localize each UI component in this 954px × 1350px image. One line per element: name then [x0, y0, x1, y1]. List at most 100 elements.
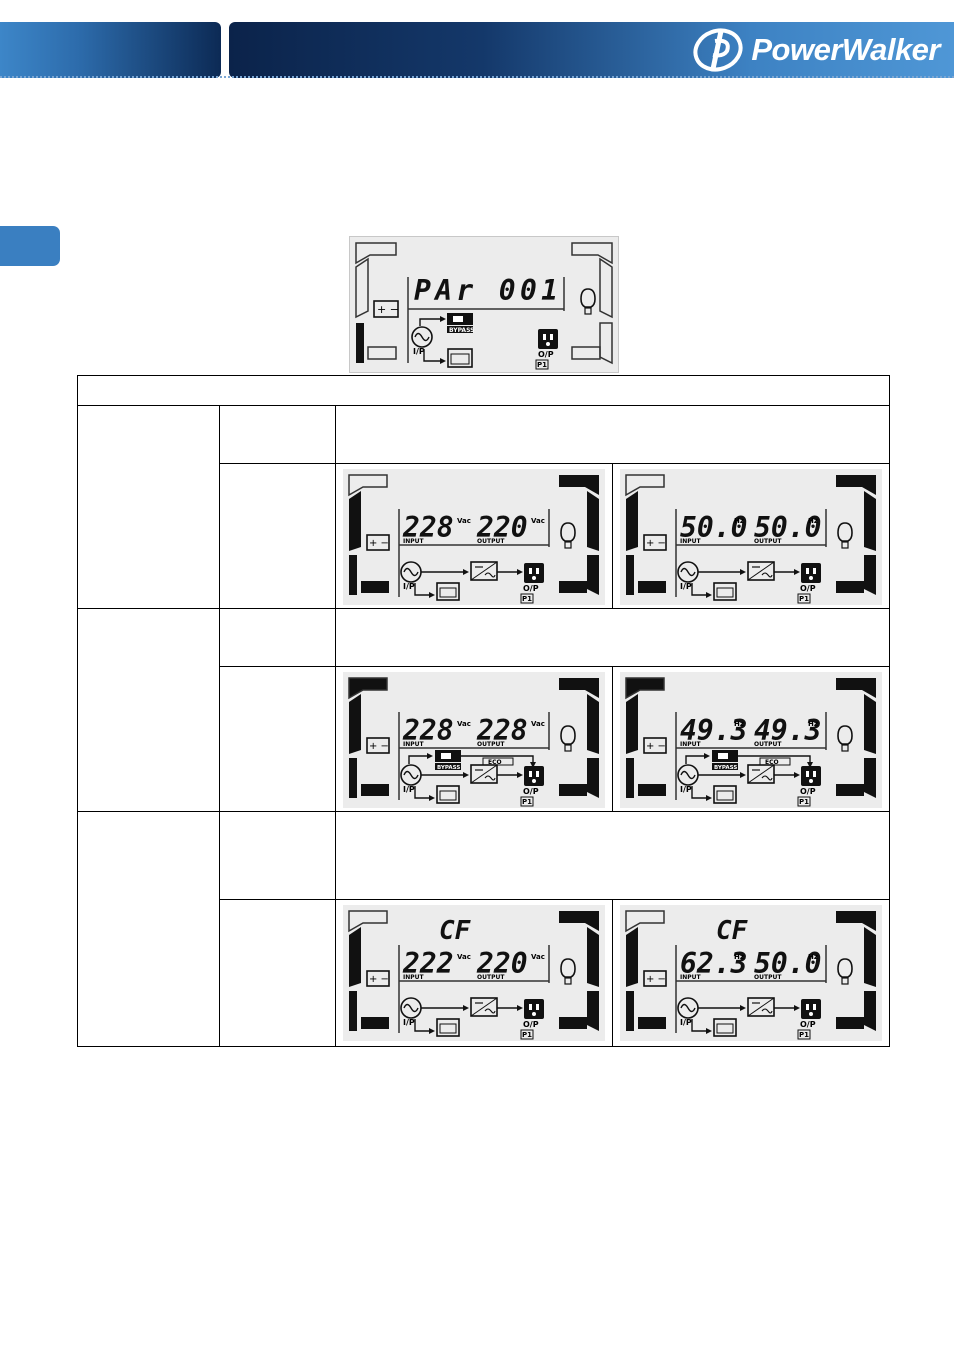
chapter-tab [0, 226, 60, 266]
lcd-input-label: INPUT [403, 741, 425, 748]
lcd-p1-label: P1 [799, 1031, 809, 1039]
lcd-top-readout: CF [439, 916, 472, 946]
lcd-input-label: INPUT [403, 538, 425, 545]
lcd-cell-r3b: CF 62.3 Hz 50.0 Hz INPUT OUTPUT + − I/P [612, 899, 890, 1047]
description-cell-row3 [335, 811, 890, 900]
lcd-cell-r2b: 49.3 Hz 49.3 Hz INPUT OUTPUT + − I/P BYP… [612, 666, 890, 812]
battery-icon: + − [643, 970, 667, 987]
lcd-ip-label: I/P [680, 1018, 692, 1027]
header-divider [0, 76, 954, 78]
battery-icon [713, 1018, 737, 1037]
label-cell-row1-display [219, 463, 336, 609]
lcd-output-readout: 50.0 [754, 511, 821, 544]
bulb-icon [837, 522, 853, 549]
description-cell-row1 [335, 405, 890, 464]
svg-text:+ −: + − [369, 974, 389, 985]
lcd-bypass-label: BYPASS [714, 765, 737, 771]
battery-icon [436, 582, 460, 601]
outlet-icon [524, 999, 544, 1019]
ac-source-icon [400, 764, 422, 786]
label-cell-row3-desc [219, 811, 336, 900]
inverter-icon [747, 561, 775, 581]
lcd-output-unit: Hz [808, 953, 818, 961]
inverter-icon [470, 997, 498, 1017]
svg-text:+ −: + − [646, 538, 666, 549]
lcd-output-label: OUTPUT [477, 741, 505, 748]
lcd-input-readout: 228 [402, 511, 454, 544]
lcd-display-r1b: 50.0 Hz 50.0 Hz INPUT OUTPUT + − I/P [620, 469, 882, 605]
header-right-bar [229, 22, 954, 78]
lcd-output-label: OUTPUT [477, 974, 505, 981]
lcd-p1-label: P1 [799, 595, 809, 603]
lcd-top-readout: CF [716, 916, 749, 946]
bulb-icon [837, 958, 853, 985]
lcd-input-unit: Hz [734, 517, 744, 525]
lcd-p1-label: P1 [537, 361, 547, 369]
lcd-p1-label: P1 [522, 798, 532, 806]
lcd-input-unit: Hz [734, 953, 744, 961]
ac-source-icon [400, 997, 422, 1019]
label-cell-row3-display [219, 899, 336, 1047]
battery-icon: + − [373, 300, 399, 318]
lcd-p1-label: P1 [522, 1031, 532, 1039]
outlet-icon [524, 563, 544, 583]
lcd-input-unit: Vac [457, 517, 471, 525]
lcd-output-readout: 220 [476, 947, 528, 980]
outlet-icon [801, 563, 821, 583]
outlet-icon [801, 766, 821, 786]
lcd-input-readout: 50.0 [680, 511, 747, 544]
lcd-cell-r3a: CF 222 Vac 220 Vac INPUT OUTPUT + − I/P [335, 899, 613, 1047]
lcd-display: PAr 001 + − I/P BYPASS [350, 237, 618, 372]
lcd-output-unit: Vac [531, 953, 545, 961]
lcd-op-label: O/P [523, 787, 539, 796]
lcd-output-unit: Hz [808, 720, 818, 728]
lcd-panel-parallel-id: PAr 001 + − I/P BYPASS [349, 236, 619, 373]
inverter-icon [470, 764, 498, 784]
lcd-main-readout: PAr 001 [414, 274, 558, 307]
ac-source-icon [677, 997, 699, 1019]
lcd-input-label: INPUT [680, 538, 702, 545]
brand-logo: PowerWalker [691, 26, 940, 74]
ac-source-icon [677, 561, 699, 583]
ac-source-icon [677, 764, 699, 786]
lcd-op-label: O/P [800, 1020, 816, 1029]
lcd-input-readout: 62.3 [680, 947, 747, 980]
lcd-bypass-label: BYPASS [437, 765, 460, 771]
lcd-output-unit: Vac [531, 517, 545, 525]
lcd-cell-r1b: 50.0 Hz 50.0 Hz INPUT OUTPUT + − I/P [612, 463, 890, 609]
bulb-icon [580, 288, 596, 315]
bulb-icon [560, 725, 576, 752]
outlet-icon [524, 766, 544, 786]
outlet-icon [801, 999, 821, 1019]
lcd-input-label: INPUT [403, 974, 425, 981]
lcd-output-label: OUTPUT [754, 538, 782, 545]
lcd-input-readout: 228 [402, 714, 454, 747]
lcd-cell-r2a: 228 Vac 228 Vac INPUT OUTPUT + − I/P BYP… [335, 666, 613, 812]
battery-icon: + − [366, 737, 390, 754]
bulb-icon [837, 725, 853, 752]
lcd-input-readout: 222 [402, 947, 454, 980]
lcd-cell-r1a: 228 Vac 220 Vac INPUT OUTPUT + − I/P [335, 463, 613, 609]
label-cell-row1-desc [219, 405, 336, 464]
lcd-p1-label: P1 [522, 595, 532, 603]
lcd-op-label: O/P [523, 584, 539, 593]
lcd-output-unit: Hz [808, 517, 818, 525]
battery-icon: + − [643, 534, 667, 551]
lcd-op-label: O/P [800, 584, 816, 593]
battery-icon: + − [366, 970, 390, 987]
lcd-op-label: O/P [538, 350, 554, 359]
lcd-input-unit: Vac [457, 720, 471, 728]
outlet-icon [538, 329, 558, 349]
lcd-ip-label: I/P [403, 785, 415, 794]
lcd-output-readout: 228 [476, 714, 528, 747]
lcd-ip-label: I/P [403, 582, 415, 591]
battery-icon [447, 348, 473, 368]
lcd-display-r2b: 49.3 Hz 49.3 Hz INPUT OUTPUT + − I/P BYP… [620, 672, 882, 808]
lcd-output-readout: 220 [476, 511, 528, 544]
bypass-icon: BYPASS [447, 313, 474, 334]
eco-badge: ECO [482, 757, 514, 766]
parallel-display-table: 228 Vac 220 Vac INPUT OUTPUT + − I/P [77, 375, 890, 1047]
inverter-icon [470, 561, 498, 581]
svg-text:+ −: + − [377, 303, 399, 316]
mode-cell-row2 [77, 608, 220, 812]
